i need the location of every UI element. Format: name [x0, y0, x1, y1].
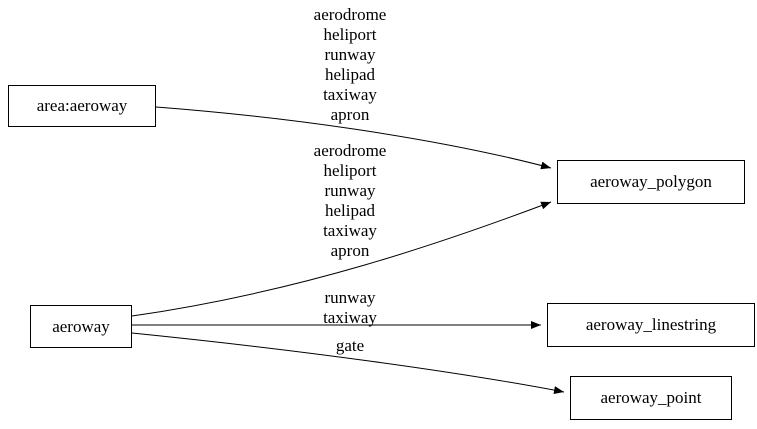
edge-aeroway-to-aeroway-polygon	[131, 201, 552, 317]
edge-label-line: helipad	[324, 65, 376, 84]
edge-label-line: taxiway	[323, 85, 377, 104]
edge-label-line: helipad	[324, 201, 376, 220]
edge-label-area-aeroway-to-polygon: aerodrome heliport runway helipad taxiwa…	[270, 5, 430, 125]
node-aeroway-point: aeroway_point	[570, 376, 732, 420]
edge-label-line: taxiway	[323, 308, 377, 327]
edge-label-line: apron	[330, 241, 370, 260]
edge-label-line: aerodrome	[313, 5, 387, 24]
edge-label-line: runway	[324, 45, 376, 64]
edge-label-aeroway-to-point: gate	[270, 336, 430, 356]
node-aeroway: aeroway	[30, 305, 132, 348]
edge-label-line: runway	[324, 288, 376, 307]
edge-aeroway-to-aeroway-point	[131, 332, 565, 395]
edge-area-aeroway-to-aeroway-polygon	[155, 106, 552, 170]
edge-label-line: runway	[324, 181, 376, 200]
node-area-aeroway: area:aeroway	[8, 85, 156, 127]
edge-label-line: heliport	[323, 25, 377, 44]
edge-label-aeroway-to-linestring: runway taxiway	[270, 288, 430, 328]
node-label-area-aeroway: area:aeroway	[36, 96, 128, 115]
node-aeroway-linestring: aeroway_linestring	[547, 303, 755, 347]
node-label-aeroway: aeroway	[52, 316, 110, 336]
edge-label-aeroway-to-polygon: aerodrome heliport runway helipad taxiwa…	[270, 141, 430, 261]
node-aeroway-polygon: aeroway_polygon	[557, 160, 745, 204]
edge-label-line: taxiway	[323, 221, 377, 240]
edge-label-line: aerodrome	[313, 141, 387, 160]
node-label-aeroway-point: aeroway_point	[600, 388, 702, 407]
node-label-aeroway-linestring: aeroway_linestring	[585, 315, 717, 334]
edge-label-line: gate	[335, 336, 365, 355]
edge-label-line: apron	[330, 105, 370, 124]
node-label-aeroway-polygon: aeroway_polygon	[590, 172, 712, 191]
edge-label-line: heliport	[323, 161, 377, 180]
